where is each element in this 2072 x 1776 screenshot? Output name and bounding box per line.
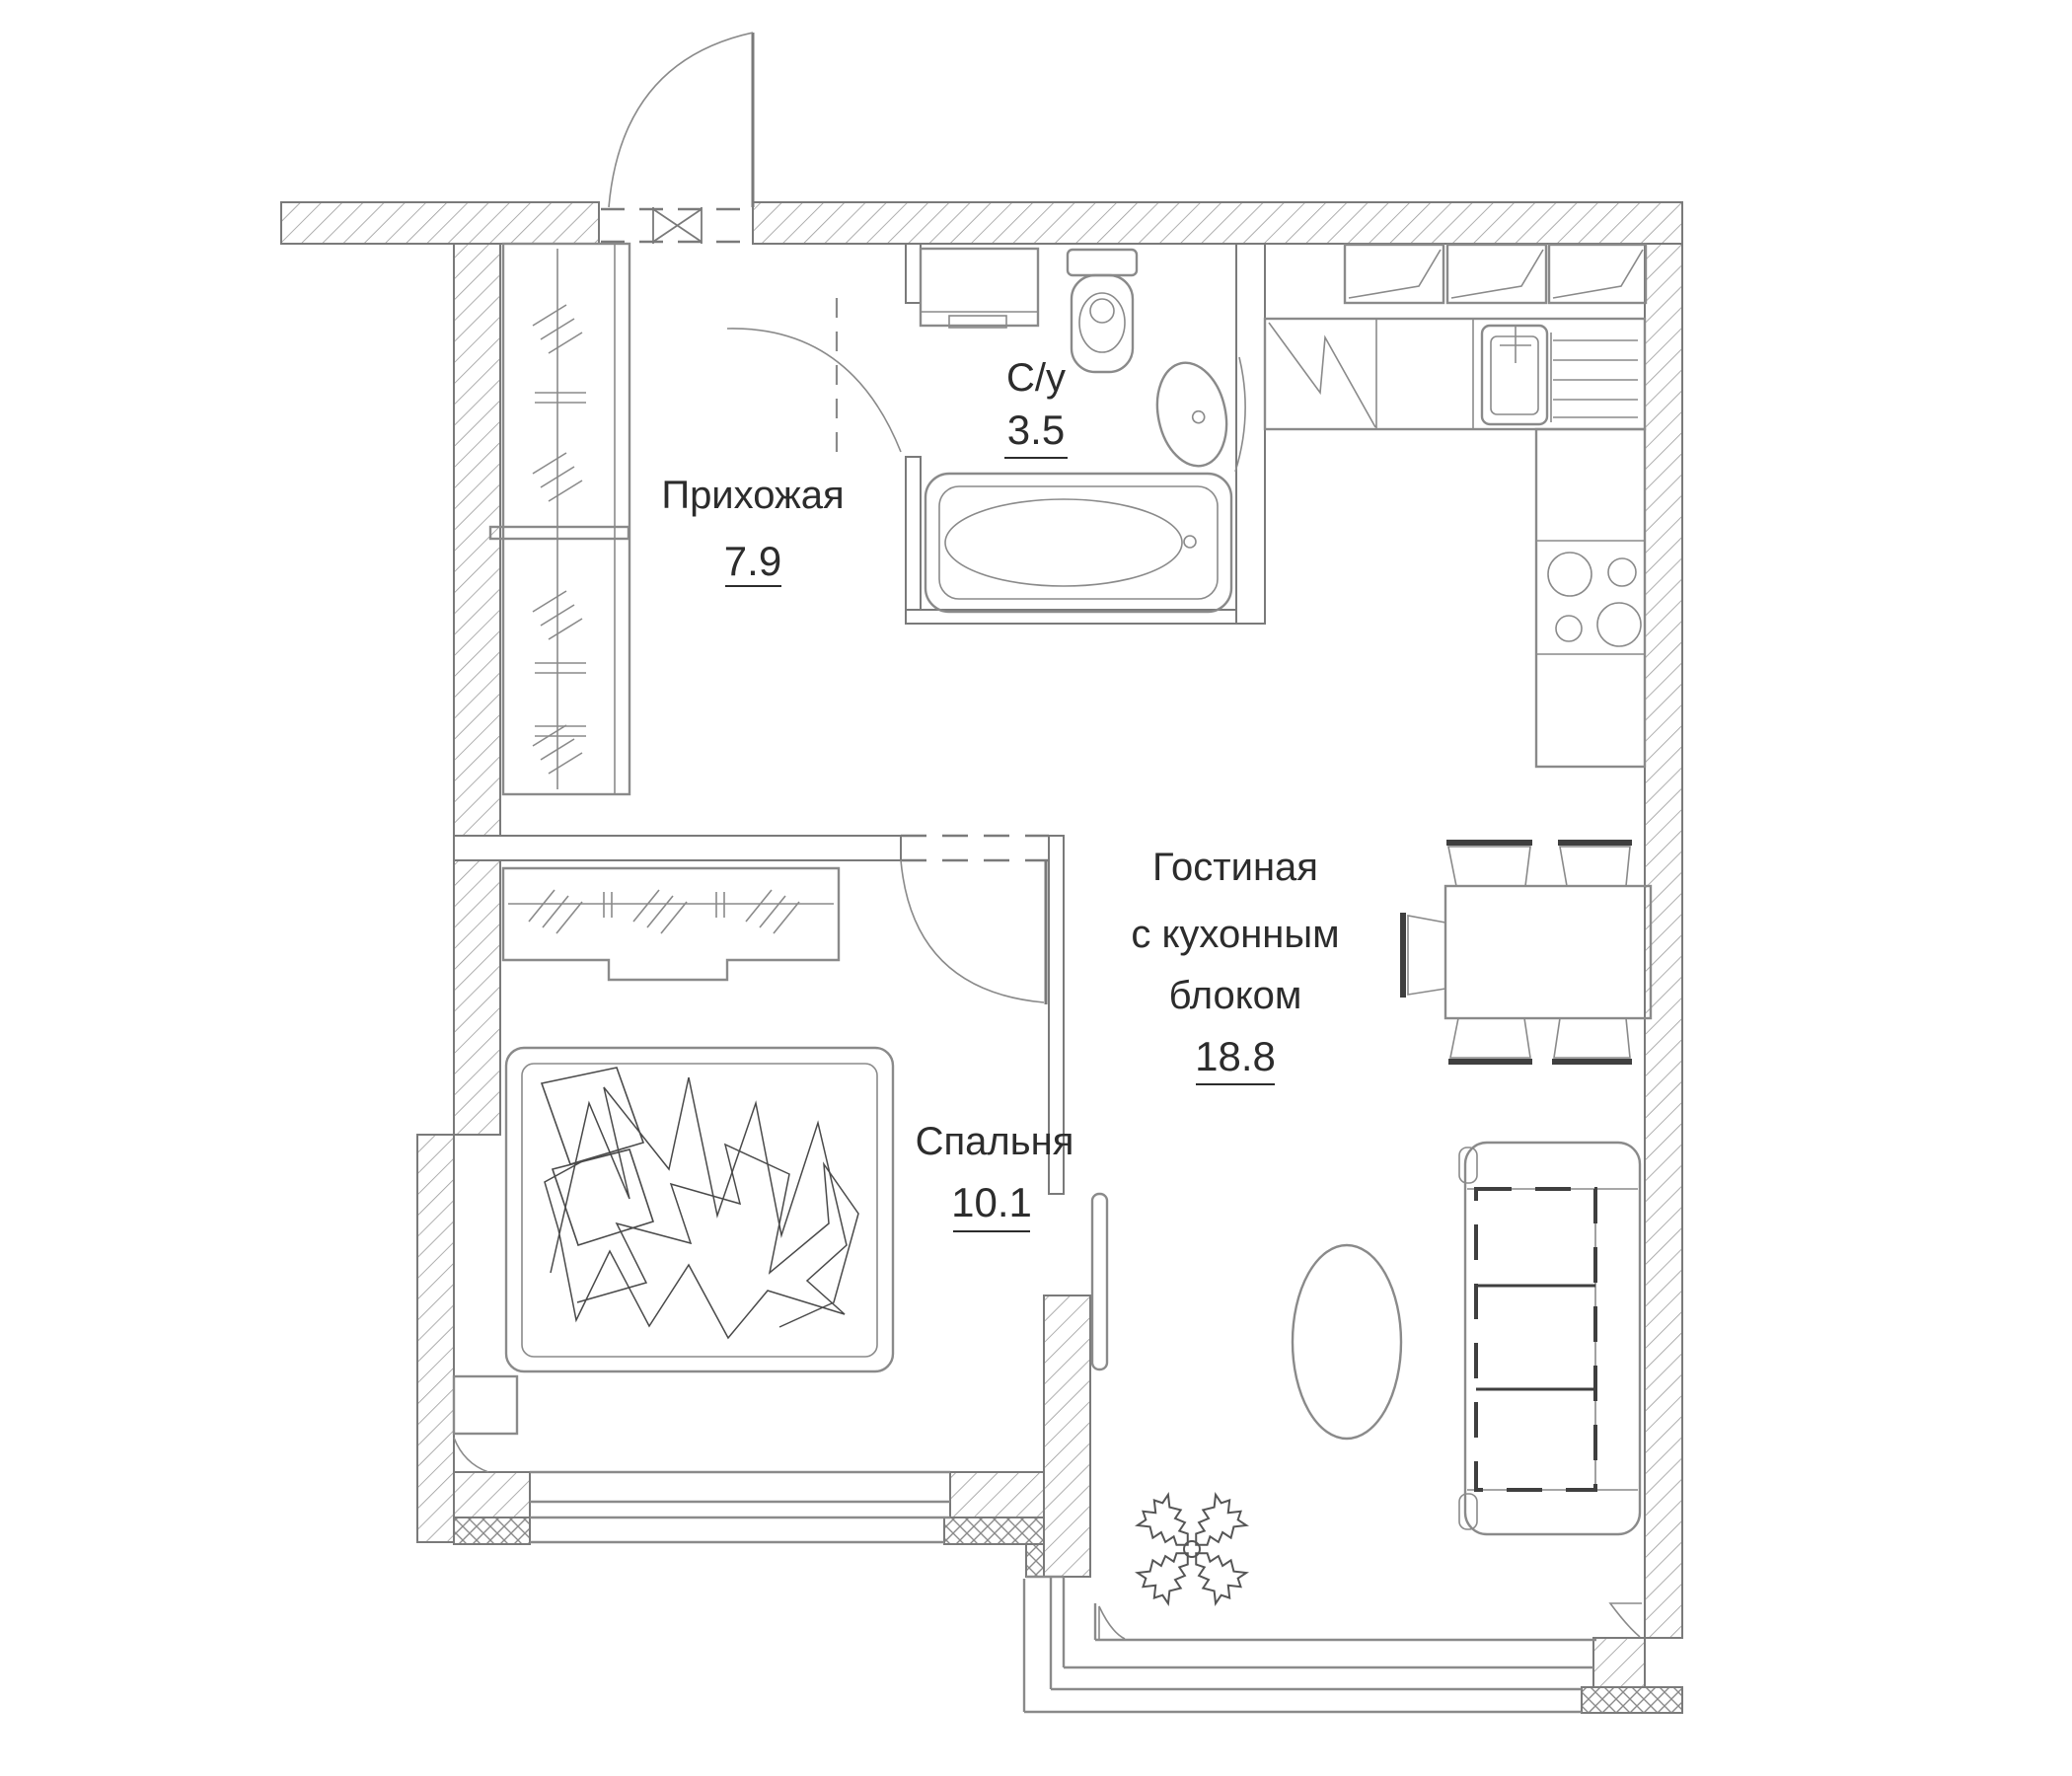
right-wall-jamb [1592, 1637, 1646, 1688]
bathroom-wall-right [1235, 243, 1266, 625]
blanket-scribble [576, 1143, 859, 1328]
bay-corner-right [1608, 1602, 1642, 1638]
drying-rack-icon [1550, 333, 1638, 422]
fridge-icon [1268, 322, 1376, 428]
bedroom-living-wall [1048, 835, 1065, 1195]
exterior-walls [280, 201, 1683, 1714]
pillow [551, 1148, 655, 1246]
bedroom-label: Спальня [916, 1120, 1074, 1163]
bathtub-icon [924, 472, 1233, 614]
bedroom-area: 10.1 [951, 1179, 1032, 1225]
bathroom-label: С/у [1006, 356, 1066, 400]
interior-door-leaf-open [1090, 1192, 1109, 1371]
nightstand [452, 1374, 519, 1436]
living-bedroom-pier [1043, 1295, 1091, 1578]
armchair [1400, 913, 1446, 998]
window-sill-left [453, 1517, 531, 1545]
threshold-x-icon [652, 207, 703, 244]
left-wall-upper [453, 243, 501, 1136]
window-jamb-left [453, 1471, 531, 1518]
top-wall-left [280, 201, 600, 245]
blanket-scribble [544, 1076, 848, 1340]
bedroom-door-swing-arc [900, 859, 1045, 1003]
bathroom-area: 3.5 [1007, 407, 1065, 453]
hallway-label: Прихожая [661, 474, 844, 517]
dining-chair [1448, 1017, 1532, 1065]
upper-cabinets-icon [1343, 243, 1648, 305]
bay-corner-left [1098, 1605, 1126, 1640]
room-labels: Прихожая 7.9 С/у 3.5 Гостиная с кухонным… [661, 356, 1340, 1232]
hallway-area: 7.9 [724, 538, 781, 584]
bathroom-fixtures [919, 247, 1246, 614]
entrance-door [601, 32, 755, 244]
entrance-door-swing-arc [608, 32, 754, 208]
wardrobe-shelf [488, 525, 630, 541]
dining-chair [1446, 840, 1532, 887]
interior-walls [453, 243, 1266, 1195]
bedroom-wardrobe [501, 866, 841, 982]
sofa-armrest-tab [1458, 1147, 1478, 1184]
washing-machine-icon [919, 247, 1040, 329]
right-wall-sill [1581, 1686, 1683, 1714]
coffee-table [1291, 1243, 1403, 1441]
dining-table [1443, 884, 1653, 1020]
balcony-bay [1022, 1575, 1642, 1714]
bathroom-wall-left-top [905, 243, 922, 304]
bathroom-sink-icon [1155, 361, 1228, 468]
kitchen [1263, 243, 1648, 769]
bedroom-wall-top [453, 835, 902, 861]
sofa [1458, 1141, 1642, 1536]
balcony-window [453, 1437, 950, 1544]
kitchen-counter-right-run [1534, 427, 1647, 769]
bed [504, 1046, 895, 1373]
bathroom-door-swing-arc [726, 328, 902, 453]
bedroom-door [900, 834, 1049, 1004]
top-wall-right [752, 201, 1683, 245]
kitchen-sink-icon [1480, 324, 1549, 426]
toilet-icon [1066, 248, 1139, 374]
hallway-wardrobe [488, 242, 631, 796]
bathroom-door [726, 298, 902, 454]
window-jamb-right [949, 1471, 1049, 1518]
pillow [540, 1067, 645, 1165]
plant-icon [1135, 1492, 1249, 1606]
dining-set [1400, 840, 1653, 1065]
sofa-seat-edge [1474, 1187, 1597, 1492]
kitchen-counter-top-run [1263, 317, 1647, 431]
sofa-armrest-tab [1458, 1493, 1478, 1530]
dining-chair [1552, 1017, 1632, 1065]
living-area: 18.8 [1195, 1033, 1276, 1079]
bathroom-wall-left [905, 456, 922, 625]
hanger-marks-horizontal [528, 889, 800, 934]
hanger-marks [532, 304, 586, 775]
living-label-line2: с кухонным [1131, 913, 1339, 956]
sink-counter-edge [1234, 356, 1246, 473]
left-wall-lower [416, 1134, 455, 1543]
window-sill-right [943, 1517, 1049, 1545]
living-label-line1: Гостиная [1152, 846, 1318, 889]
stove-icon [1547, 552, 1642, 647]
dining-chair [1558, 840, 1632, 887]
living-label-line3: блоком [1169, 974, 1302, 1017]
